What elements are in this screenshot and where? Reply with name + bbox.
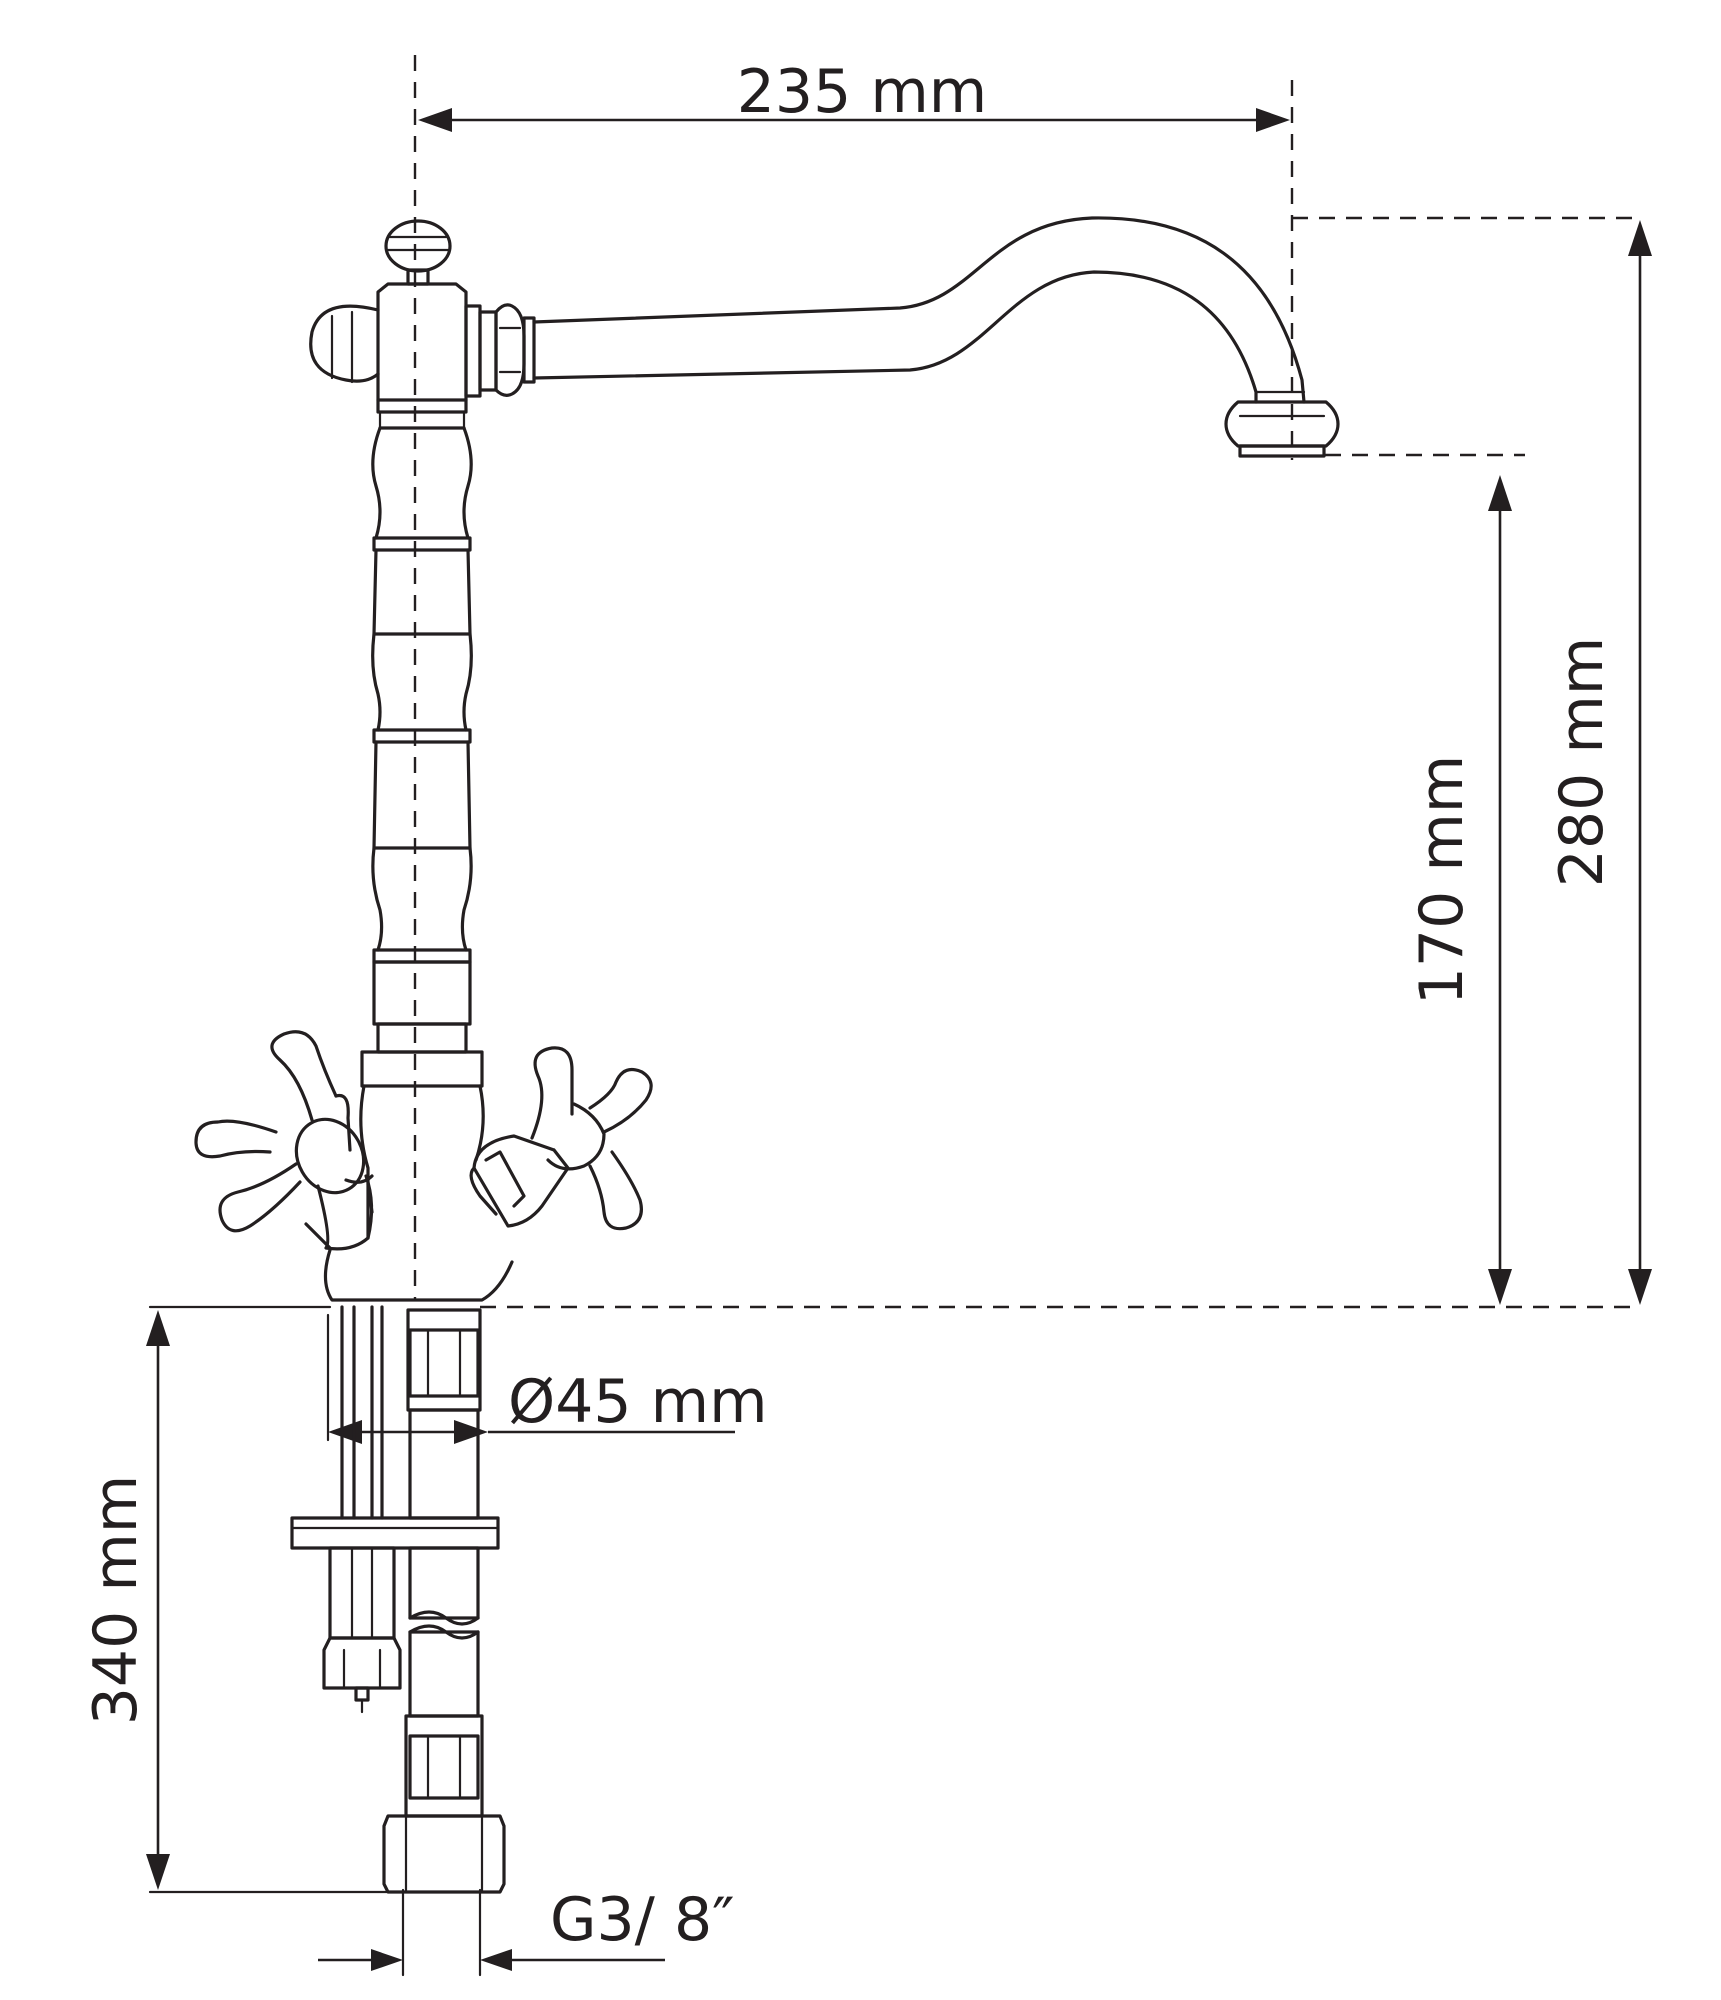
dimension-shank-length: 340 mm <box>81 1310 170 1890</box>
mixer-body <box>323 1050 514 1302</box>
faucet <box>194 216 1340 1302</box>
under-deck-assembly <box>290 1305 506 1894</box>
spout-collar <box>464 303 536 398</box>
right-cross-handle <box>469 1046 653 1231</box>
dimension-spout-reach: 235 mm <box>418 57 1290 132</box>
mounting-rod <box>322 1305 402 1714</box>
dimension-connection: G3/ 8″ <box>318 1885 735 1977</box>
base-diameter-label: Ø45 mm <box>508 1367 768 1437</box>
aerator <box>1224 400 1340 458</box>
shank-length-label: 340 mm <box>81 1475 151 1726</box>
total-height-label: 280 mm <box>1547 637 1617 888</box>
spout-height-label: 170 mm <box>1407 755 1477 1006</box>
lower-hose-fitting <box>404 1714 484 1818</box>
extension-lines <box>148 55 1640 1894</box>
braided-hose <box>382 1308 506 1894</box>
mounting-plate <box>290 1516 500 1550</box>
head-block <box>376 282 468 430</box>
spout <box>532 216 1306 404</box>
dimension-spout-height: 170 mm <box>1407 475 1512 1305</box>
connection-label: G3/ 8″ <box>550 1885 735 1955</box>
spout-reach-label: 235 mm <box>737 57 988 127</box>
dimension-base-diameter: Ø45 mm <box>326 1313 768 1444</box>
hose-nut <box>382 1814 506 1894</box>
dimension-total-height: 280 mm <box>1547 220 1652 1305</box>
top-cap <box>384 219 452 286</box>
left-cross-handle <box>194 1030 374 1251</box>
column <box>371 426 473 1054</box>
side-knob <box>309 304 380 384</box>
